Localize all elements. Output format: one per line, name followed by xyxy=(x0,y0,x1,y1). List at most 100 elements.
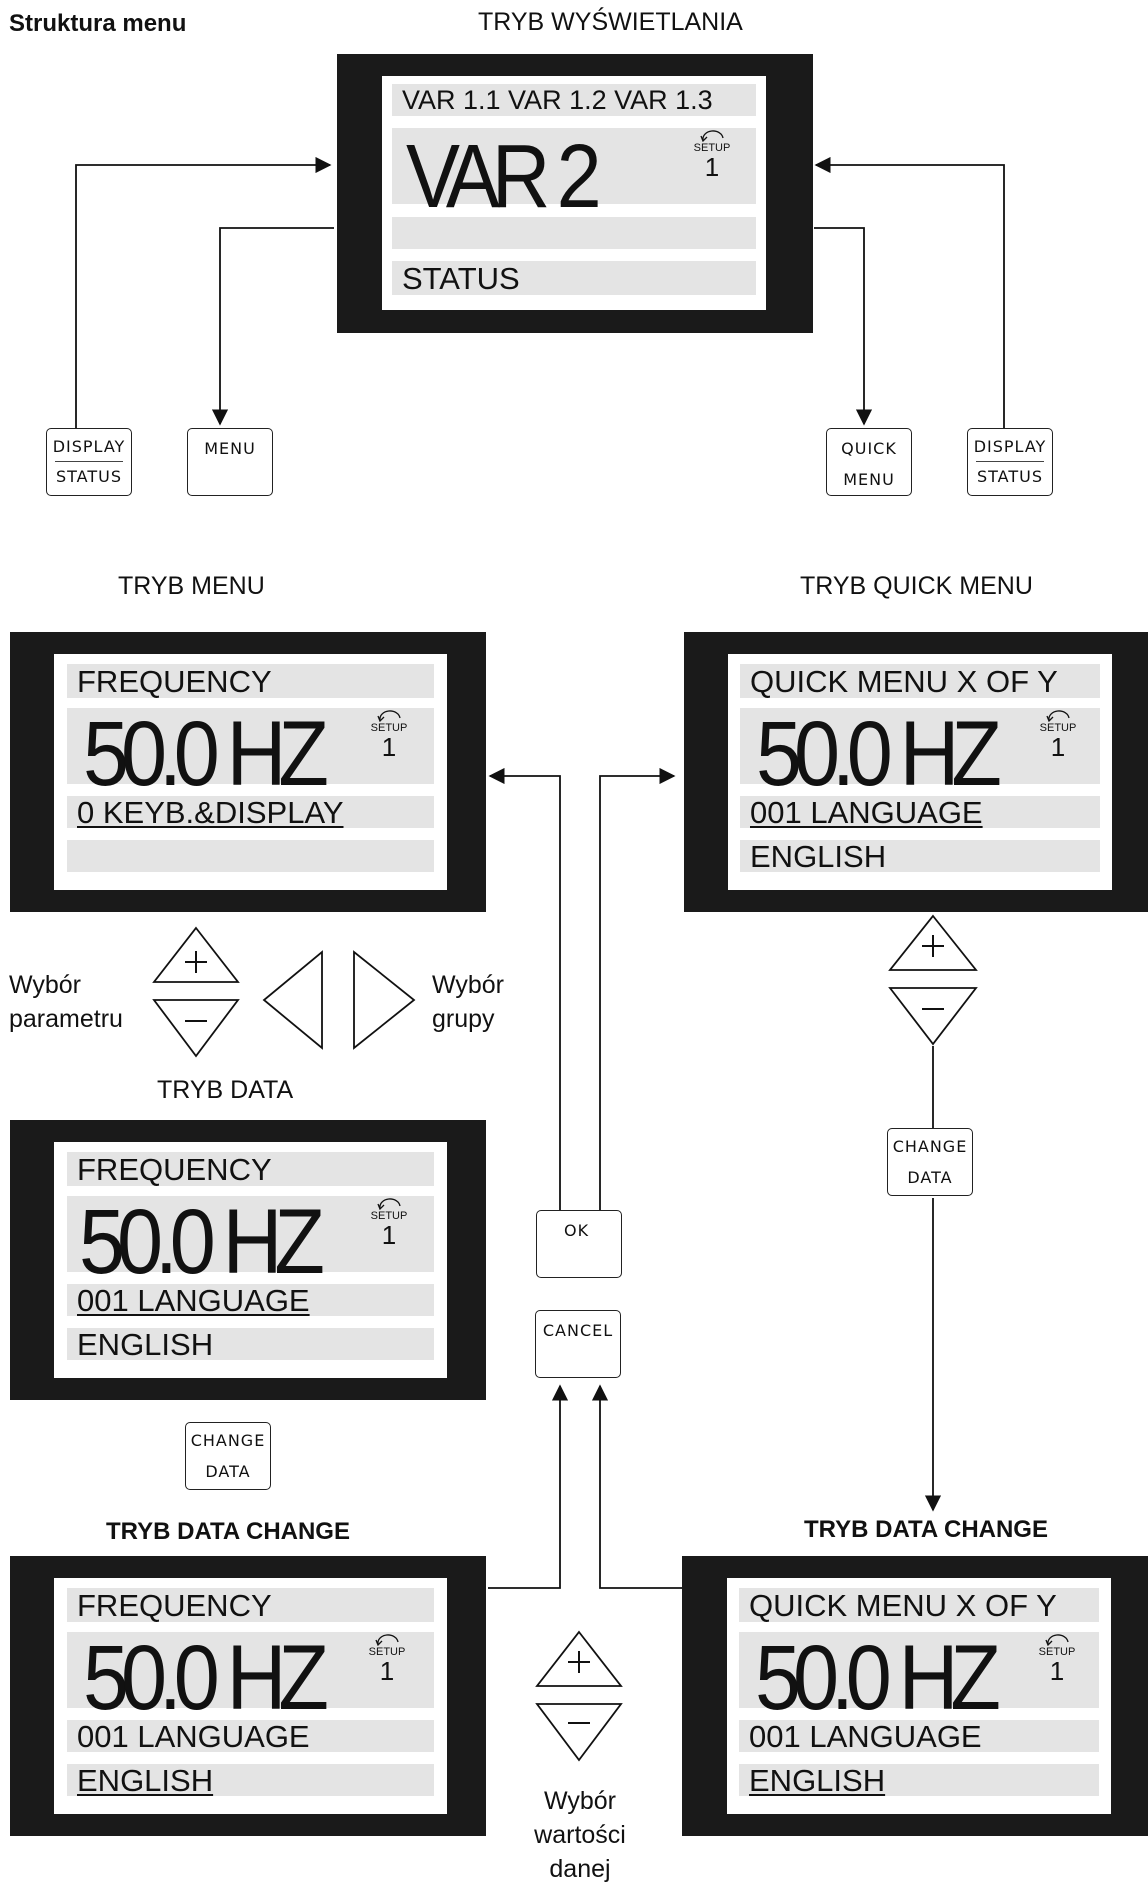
screen-big-line: VAR 2 SETUP 1 xyxy=(392,128,756,222)
label-line: Wybór xyxy=(432,971,505,999)
quick-menu-mode-title: TRYB QUICK MENU xyxy=(800,572,1033,600)
menu-key[interactable]: MENU xyxy=(187,428,273,496)
screen-big-line: 50.0 HZ SETUP 1 xyxy=(739,1632,1099,1724)
setup-number: 1 xyxy=(379,1656,395,1686)
screen-line-3-text: 001 LANGUAGE xyxy=(750,796,983,828)
data-change-right-panel: QUICK MENU X OF Y 50.0 HZ SETUP 1 001 LA… xyxy=(682,1556,1148,1836)
label-line: wartości xyxy=(534,1821,626,1849)
menu-mode-panel: FREQUENCY 50.0 HZ SETUP 1 0 KEYB.&DISPLA… xyxy=(10,632,486,912)
change-data-key-right[interactable]: CHANGE DATA xyxy=(887,1128,973,1196)
screen-line-1: FREQUENCY xyxy=(67,664,434,698)
screen-line-3: 001 LANGUAGE xyxy=(740,796,1100,828)
screen-big-value: 50.0 HZ xyxy=(755,1627,1001,1729)
value-plus-minus-keypad xyxy=(535,1630,623,1762)
screen-big-line: 50.0 HZ SETUP 1 xyxy=(67,1196,434,1288)
key-label-line1: CHANGE xyxy=(892,1137,968,1156)
screen-line-3: 001 LANGUAGE xyxy=(67,1720,434,1752)
change-data-key-left[interactable]: CHANGE DATA xyxy=(185,1422,271,1490)
minus-key-icon[interactable] xyxy=(152,999,240,1058)
setup-arc-arrow-icon xyxy=(1046,710,1070,722)
screen-big-value: 50.0 HZ xyxy=(79,1191,325,1293)
display-mode-panel: VAR 1.1 VAR 1.2 VAR 1.3 VAR 2 SETUP 1 ST… xyxy=(337,54,813,333)
setup-label: SETUP xyxy=(370,1210,408,1222)
screen-line-1: VAR 1.1 VAR 1.2 VAR 1.3 xyxy=(392,84,756,116)
param-select-label: Wybór parametru xyxy=(9,968,123,1036)
minus-key-icon[interactable] xyxy=(888,987,978,1046)
screen-line-4: ENGLISH xyxy=(67,1764,434,1796)
key-label-line1: DISPLAY xyxy=(52,437,126,456)
menu-mode-screen: FREQUENCY 50.0 HZ SETUP 1 0 KEYB.&DISPLA… xyxy=(54,654,447,890)
setup-label: SETUP xyxy=(1039,722,1077,734)
setup-arc-arrow-icon xyxy=(377,1198,401,1210)
screen-line-4: ENGLISH xyxy=(739,1764,1099,1796)
value-select-label: Wybór wartości danej xyxy=(510,1784,650,1886)
quick-menu-key[interactable]: QUICK MENU xyxy=(826,428,912,496)
screen-big-line: 50.0 HZ SETUP 1 xyxy=(740,708,1100,800)
setup-number: 1 xyxy=(1049,1656,1065,1686)
screen-line-4: ENGLISH xyxy=(740,840,1100,872)
screen-line-1: FREQUENCY xyxy=(67,1588,434,1622)
screen-line-4: ENGLISH xyxy=(67,1328,434,1360)
screen-line-3: 001 LANGUAGE xyxy=(67,1284,434,1316)
setup-indicator: SETUP 1 xyxy=(367,1198,411,1248)
data-change-left-screen: FREQUENCY 50.0 HZ SETUP 1 001 LANGUAGE E… xyxy=(54,1578,447,1814)
screen-line-3-text: 001 LANGUAGE xyxy=(77,1284,310,1316)
group-select-label: Wybór grupy xyxy=(432,968,504,1036)
ok-key[interactable]: OK xyxy=(536,1210,622,1278)
key-label-line1: QUICK xyxy=(841,439,897,458)
left-arrow-key-icon[interactable] xyxy=(262,950,323,1050)
diagram-title: Struktura menu xyxy=(9,10,187,37)
label-line: Wybór xyxy=(9,971,82,999)
setup-arc-arrow-icon xyxy=(700,130,724,142)
screen-line-4 xyxy=(67,840,434,872)
display-status-key-right[interactable]: DISPLAY STATUS xyxy=(967,428,1053,496)
setup-indicator: SETUP 1 xyxy=(367,710,411,762)
setup-number: 1 xyxy=(1050,732,1066,762)
data-change-left-panel: FREQUENCY 50.0 HZ SETUP 1 001 LANGUAGE E… xyxy=(10,1556,486,1836)
data-change-left-title: TRYB DATA CHANGE xyxy=(106,1518,350,1545)
setup-arc-arrow-icon xyxy=(377,710,401,722)
setup-arc-arrow-icon xyxy=(1045,1634,1069,1646)
setup-indicator: SETUP 1 xyxy=(690,130,734,182)
screen-big-value: 50.0 HZ xyxy=(83,703,329,805)
screen-line-3-text: 0 KEYB.&DISPLAY xyxy=(77,796,344,828)
screen-line-4: STATUS xyxy=(392,261,756,295)
setup-indicator: SETUP 1 xyxy=(1035,1634,1079,1686)
quick-menu-mode-panel: QUICK MENU X OF Y 50.0 HZ SETUP 1 001 LA… xyxy=(684,632,1148,912)
plus-key-icon[interactable] xyxy=(888,914,978,971)
cancel-key[interactable]: CANCEL xyxy=(535,1310,621,1378)
key-label-line1: CHANGE xyxy=(190,1431,266,1450)
data-change-right-title: TRYB DATA CHANGE xyxy=(804,1516,1048,1543)
right-arrow-key-icon[interactable] xyxy=(353,950,416,1050)
label-line: parametru xyxy=(9,1005,123,1033)
plus-key-icon[interactable] xyxy=(152,926,240,983)
plus-minus-keypad xyxy=(152,926,240,1058)
display-status-key-left[interactable]: DISPLAY STATUS xyxy=(46,428,132,496)
setup-number: 1 xyxy=(704,152,720,182)
screen-line-4-text: ENGLISH xyxy=(749,1764,886,1796)
label-line: grupy xyxy=(432,1005,495,1033)
screen-big-line: 50.0 HZ SETUP 1 xyxy=(67,1632,434,1724)
screen-line-3 xyxy=(392,217,756,249)
screen-line-1: QUICK MENU X OF Y xyxy=(739,1588,1099,1622)
setup-label: SETUP xyxy=(368,1646,406,1658)
setup-number: 1 xyxy=(381,732,397,762)
key-label-line1: CANCEL xyxy=(542,1321,614,1340)
data-mode-screen: FREQUENCY 50.0 HZ SETUP 1 001 LANGUAGE E… xyxy=(54,1142,447,1378)
screen-big-value: VAR 2 xyxy=(406,127,602,227)
key-label-line1: OK xyxy=(564,1221,590,1240)
key-label-line2: DATA xyxy=(205,1462,251,1481)
display-mode-title: TRYB WYŚWIETLANIA xyxy=(478,8,743,36)
setup-indicator: SETUP 1 xyxy=(1036,710,1080,762)
data-mode-title: TRYB DATA xyxy=(157,1076,294,1104)
key-label-line2: STATUS xyxy=(55,467,123,486)
screen-big-value: 50.0 HZ xyxy=(83,1627,329,1729)
quick-menu-mode-screen: QUICK MENU X OF Y 50.0 HZ SETUP 1 001 LA… xyxy=(728,654,1112,890)
screen-line-4-text: ENGLISH xyxy=(77,1764,214,1796)
key-label-line1: MENU xyxy=(204,439,256,458)
plus-key-icon[interactable] xyxy=(535,1630,623,1687)
screen-big-value: 50.0 HZ xyxy=(756,703,1002,805)
minus-key-icon[interactable] xyxy=(535,1703,623,1762)
setup-label: SETUP xyxy=(370,722,408,734)
